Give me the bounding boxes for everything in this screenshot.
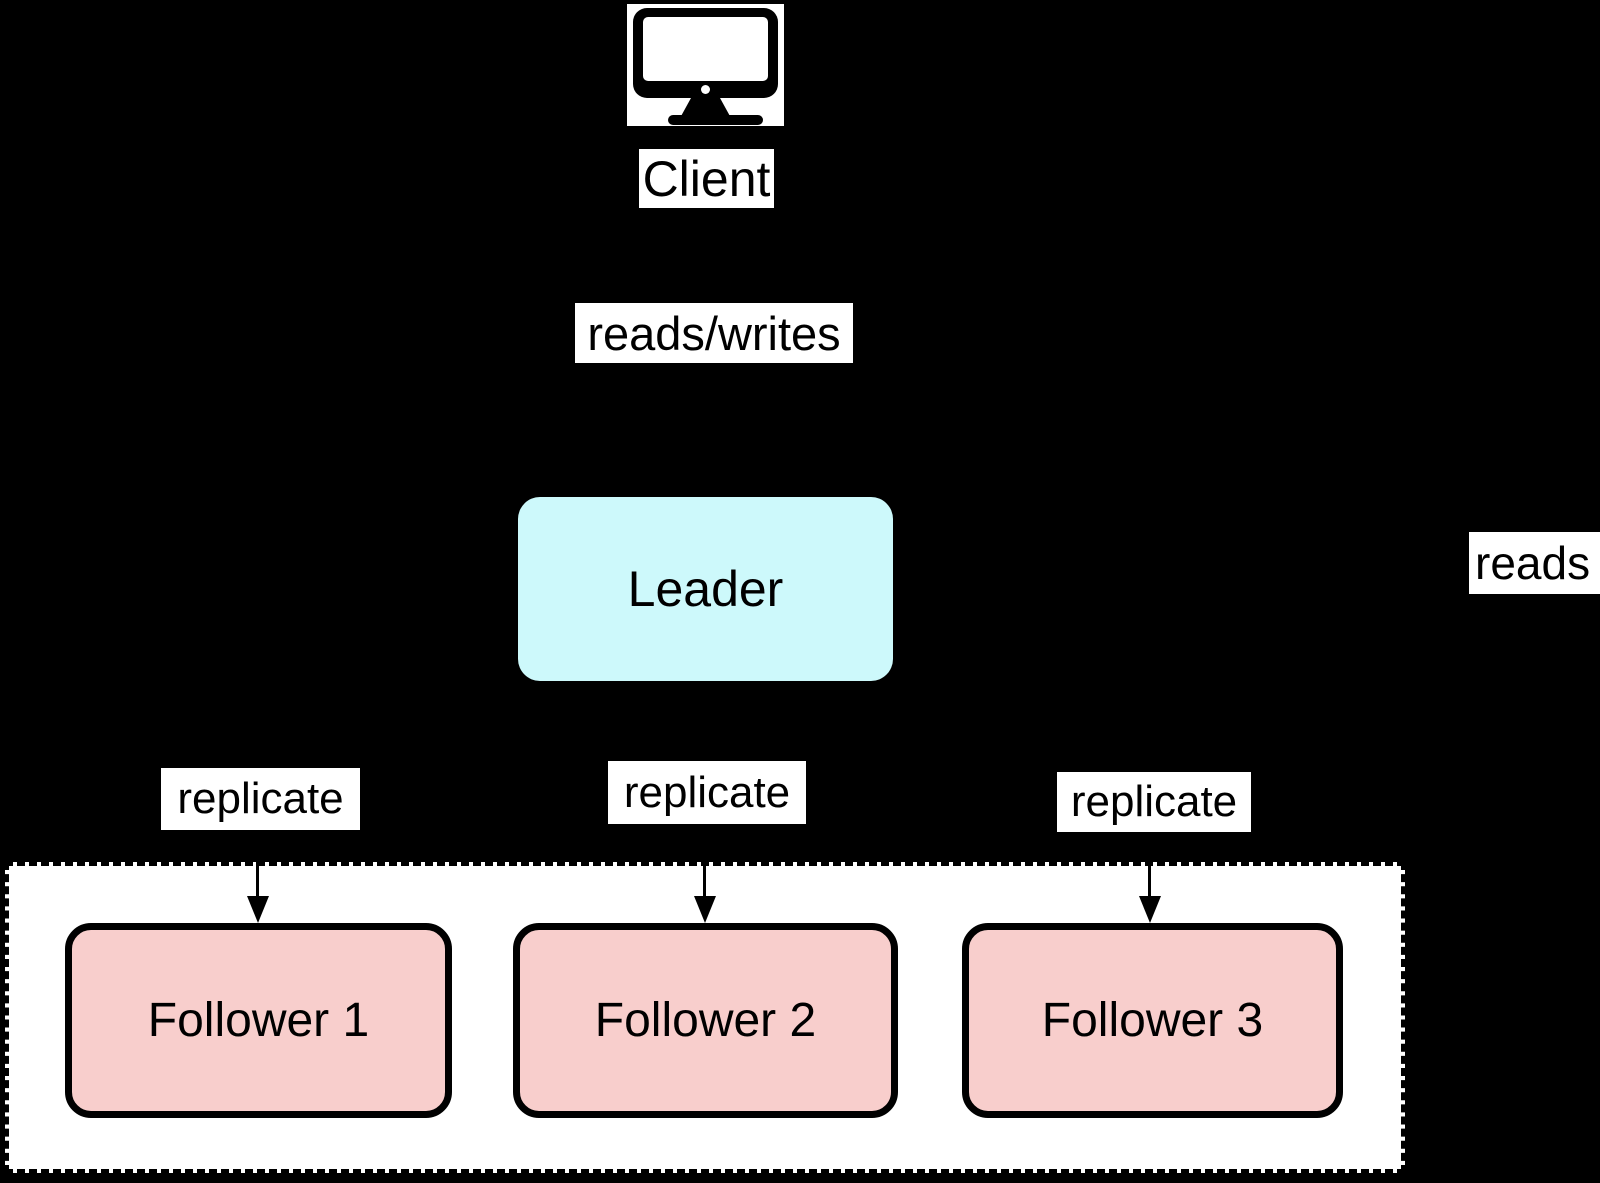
replicate-edge-label-2: replicate	[608, 761, 806, 824]
leader-node: Leader	[518, 497, 893, 681]
reads-edge-label: reads	[1469, 532, 1600, 594]
monitor-icon	[633, 8, 778, 125]
client-label: Client	[639, 149, 774, 208]
follower-node-2: Follower 2	[513, 923, 898, 1118]
replicate-arrow-shaft-2	[703, 846, 706, 898]
follower-node-1: Follower 1	[65, 923, 452, 1118]
replicate-arrow-head-3	[1139, 896, 1161, 923]
replicate-edge-label-3: replicate	[1057, 772, 1251, 832]
client-monitor-icon	[627, 4, 784, 126]
replicate-arrow-head-2	[694, 896, 716, 923]
replicate-edge-label-1: replicate	[161, 768, 360, 830]
follower-node-3: Follower 3	[962, 923, 1343, 1118]
replicate-arrow-head-1	[247, 896, 269, 923]
reads-writes-edge-label: reads/writes	[575, 303, 853, 363]
replicate-arrow-shaft-3	[1148, 846, 1151, 898]
replicate-arrow-shaft-1	[256, 846, 259, 898]
